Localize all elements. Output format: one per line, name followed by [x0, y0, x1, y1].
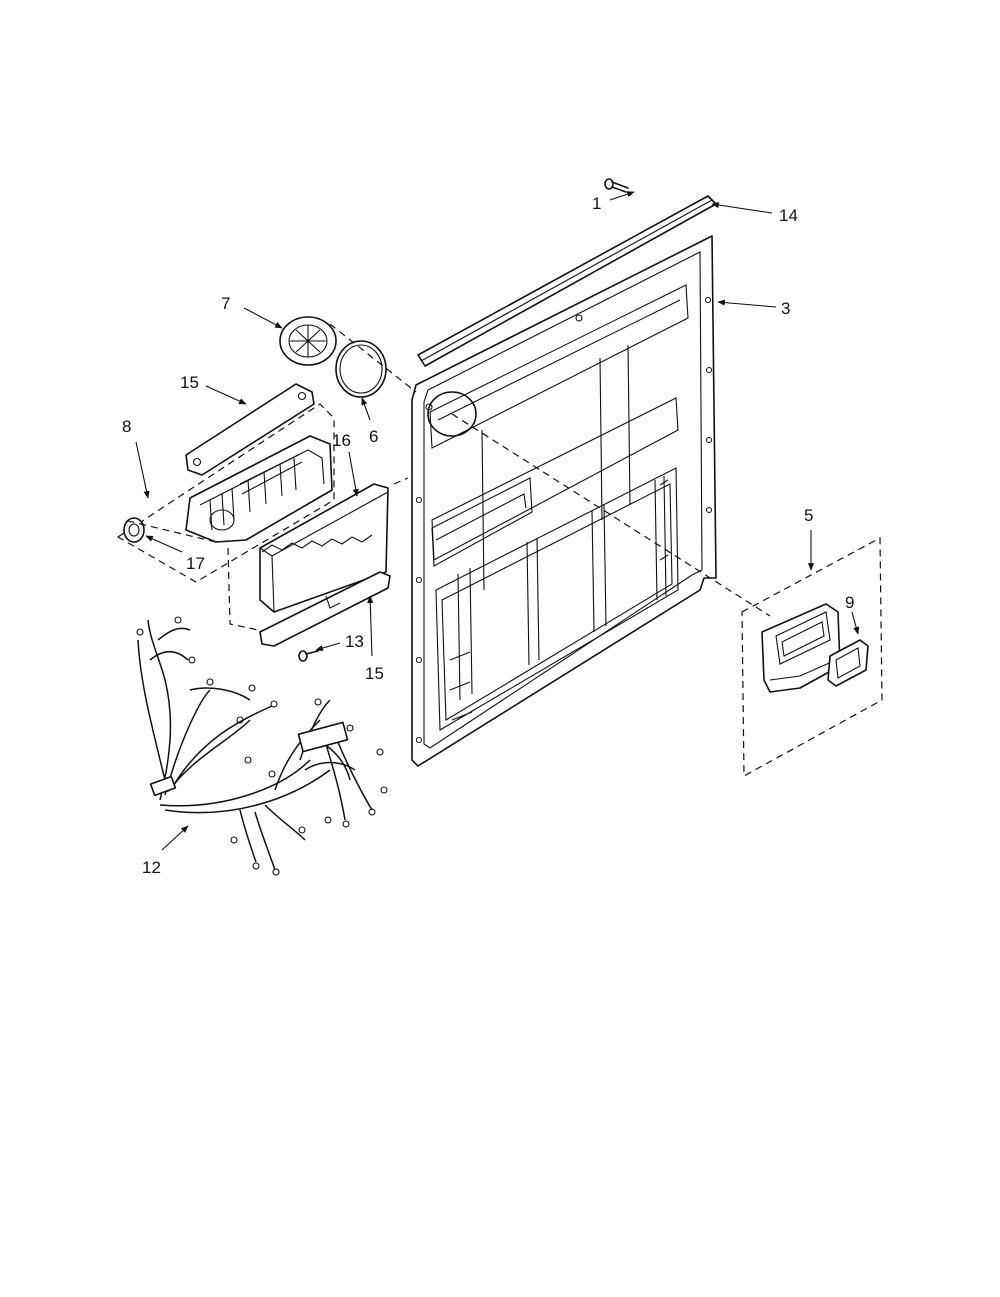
gasket-ring — [335, 340, 387, 398]
callout-15-upper: 15 — [180, 373, 199, 392]
vent-assembly — [185, 435, 333, 543]
screw-13 — [298, 650, 319, 662]
callout-16: 16 — [332, 431, 351, 450]
callout-6: 6 — [369, 427, 378, 446]
callout-3: 3 — [781, 299, 790, 318]
lower-bracket — [259, 571, 391, 647]
wiring-harness — [136, 616, 388, 876]
insulation-block — [259, 483, 389, 613]
vent-grille — [279, 316, 337, 366]
knob-17 — [123, 517, 145, 543]
callout-12: 12 — [142, 858, 161, 877]
callout-14: 14 — [779, 206, 798, 225]
leader-lines — [135, 191, 860, 851]
upper-cover — [185, 383, 315, 476]
callout-7: 7 — [221, 294, 230, 313]
inner-door-panel — [411, 235, 717, 767]
callout-9: 9 — [845, 593, 854, 612]
assembly-16-outline — [227, 477, 409, 633]
dispenser-5 — [761, 603, 841, 693]
callout-13: 13 — [345, 632, 364, 651]
assembly-5-outline — [741, 537, 883, 778]
callout-15-lower: 15 — [365, 664, 384, 683]
alignment-lines — [123, 323, 771, 617]
callout-1: 1 — [592, 194, 601, 213]
callout-5: 5 — [804, 506, 813, 525]
screw-1 — [604, 178, 629, 193]
callout-8: 8 — [122, 417, 131, 436]
assembly-8-outline — [116, 403, 335, 583]
callout-17: 17 — [186, 554, 205, 573]
seal-9 — [827, 639, 869, 687]
